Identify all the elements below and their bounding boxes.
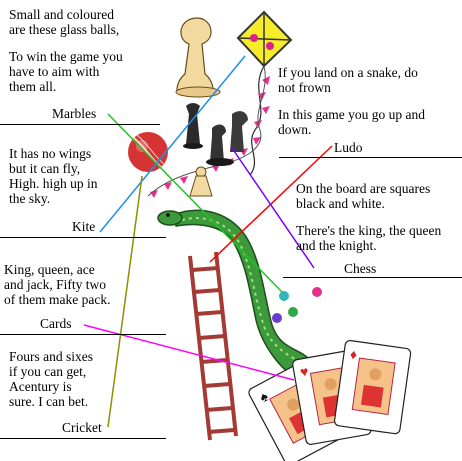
answer-ludo: Ludo	[334, 140, 363, 155]
answer-line-kite	[0, 237, 166, 238]
answer-cricket: Cricket	[62, 420, 102, 435]
riddle-marbles-line-1: Small and coloured are these glass balls…	[9, 7, 120, 37]
riddle-marbles-line-2: To win the game you have to aim with the…	[9, 49, 123, 94]
riddle-cricket: Fours and sixes if you can get, Acentury…	[9, 349, 169, 421]
kite-icon	[147, 10, 293, 198]
riddle-kite-line-1: It has no wings but it can fly, High. hi…	[9, 146, 98, 206]
riddle-chess: On the board are squares black and white…	[296, 181, 462, 265]
riddle-ludo-line-1: If you land on a snake, do not frown	[278, 65, 418, 95]
playing-cards-icon: ♠ ♥ ♦	[248, 339, 412, 461]
match-line-cricket	[107, 175, 143, 428]
riddle-ludo-line-2: In this game you go up and down.	[278, 107, 425, 137]
riddle-cards-line-1: King, queen, ace and jack, Fifty two of …	[4, 262, 111, 307]
answer-line-cards	[0, 334, 166, 335]
answer-chess: Chess	[344, 261, 377, 276]
riddle-chess-line-1: On the board are squares black and white…	[296, 181, 431, 211]
riddle-kite: It has no wings but it can fly, High. hi…	[9, 146, 169, 218]
answer-line-chess	[283, 277, 462, 278]
match-line-chess	[231, 147, 315, 269]
match-line-kite	[99, 55, 246, 233]
marbles-icon	[272, 287, 322, 323]
riddle-cricket-line-1: Fours and sixes if you can get, Acentury…	[9, 349, 93, 409]
answer-cards: Cards	[40, 316, 72, 331]
answer-line-cricket	[0, 438, 166, 439]
answer-kite: Kite	[72, 219, 96, 234]
chess-pieces-icon	[175, 17, 248, 197]
answer-line-marbles	[0, 124, 160, 125]
answer-marbles: Marbles	[52, 106, 97, 121]
svg-text:♦: ♦	[349, 348, 358, 364]
svg-text:♥: ♥	[299, 365, 310, 381]
riddle-chess-line-2: There's the king, the queen and the knig…	[296, 223, 442, 253]
answer-line-ludo	[279, 157, 462, 158]
riddle-cards: King, queen, ace and jack, Fifty two of …	[4, 262, 164, 319]
riddle-ludo: If you land on a snake, do not frown In …	[278, 65, 462, 149]
ladder-icon	[188, 251, 238, 441]
match-line-marbles	[107, 113, 283, 293]
riddle-marbles: Small and coloured are these glass balls…	[9, 7, 169, 106]
